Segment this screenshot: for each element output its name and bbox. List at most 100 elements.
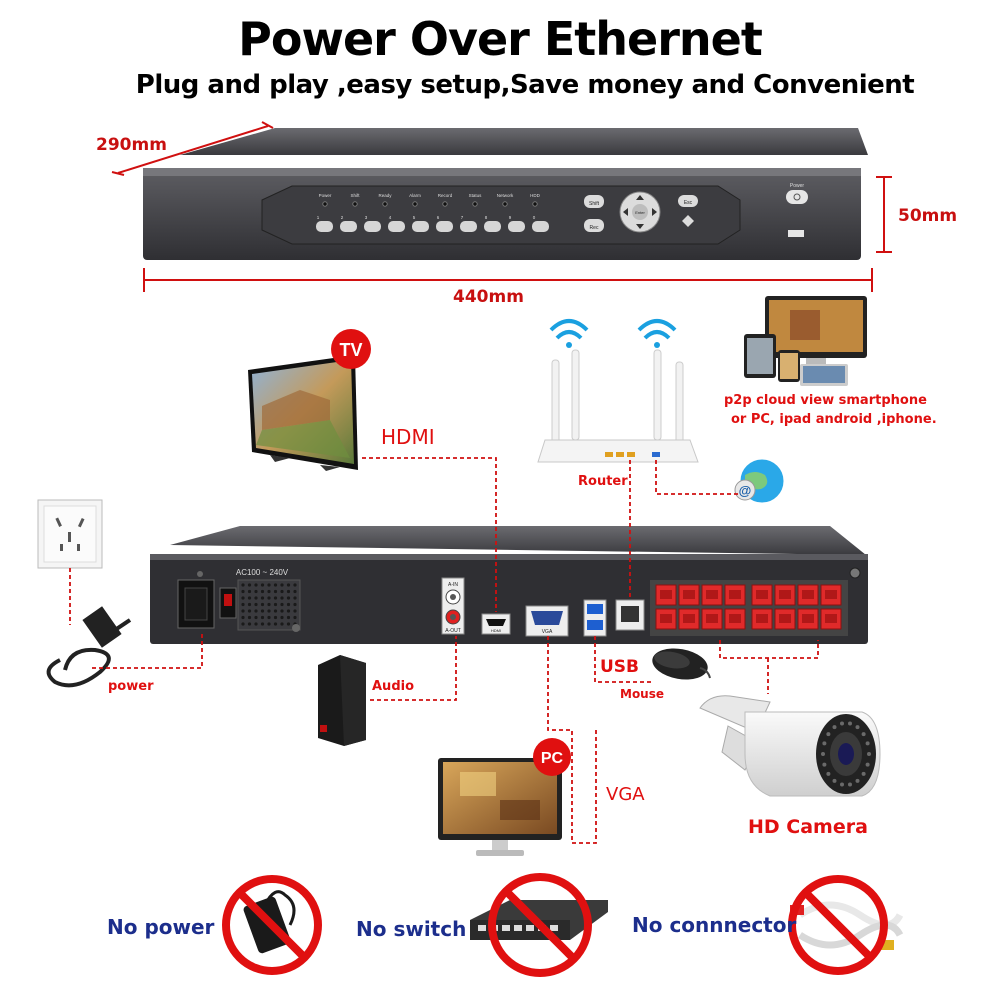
power-label: power [108, 679, 154, 694]
enter-button[interactable] [632, 204, 648, 220]
button-number-label: 3 [365, 215, 368, 220]
p2p-devices-image [744, 296, 867, 386]
vga-label: VGA [606, 784, 645, 805]
button-number-label: 2 [341, 215, 344, 220]
indicator-led [532, 201, 538, 207]
indicator-label: Alarm [409, 193, 421, 198]
tv-badge-text: TV [339, 340, 362, 360]
front-panel-button[interactable] [484, 221, 501, 232]
dimension-lines [111, 121, 892, 292]
indicator-led [442, 201, 448, 207]
power-line [92, 632, 203, 669]
indicator-label: Shift [350, 193, 360, 198]
nvr-rear-view: AC100 ~ 240V A-IN A-OUT HDMI VGA [150, 526, 868, 644]
button-number-label: 8 [485, 215, 488, 220]
p2p-label-line2: or PC, ipad android ,iphone. [731, 412, 937, 427]
front-panel-button[interactable] [340, 221, 357, 232]
vga-line [547, 636, 597, 844]
page-subtitle: Plug and play ,easy setup,Save money and… [135, 70, 915, 100]
hdmi-label: HDMI [381, 425, 435, 449]
front-panel-button[interactable] [388, 221, 405, 232]
wall-socket [37, 499, 103, 569]
hdmi-port-label: HDMI [491, 628, 501, 633]
button-number-label: 5 [413, 215, 416, 220]
no-switch-image [470, 873, 608, 977]
indicator-label: Network [497, 193, 514, 198]
indicator-led [472, 201, 478, 207]
button-number-label: 4 [389, 215, 392, 220]
front-panel-button[interactable] [508, 221, 525, 232]
esc-button-label: Esc [684, 200, 693, 206]
indicator-label: Ready [378, 193, 392, 198]
tv-device: TV [248, 329, 371, 471]
width-label: 440mm [453, 287, 524, 307]
nvr-rear-top [170, 526, 866, 555]
depth-dimension-line [117, 125, 269, 174]
indicator-led [412, 201, 418, 207]
front-panel-button[interactable] [412, 221, 429, 232]
pc-badge-text: PC [541, 750, 564, 767]
no-power-prohibit-icon [222, 875, 322, 975]
mouse-device [652, 648, 711, 680]
audio-label: Audio [372, 679, 415, 694]
hdmi-line [362, 457, 497, 612]
pc-badge [533, 738, 571, 776]
rec-button-label: Rec [590, 225, 599, 231]
audio-line [370, 636, 457, 701]
internet-line [655, 460, 738, 495]
nvr-top-surface [180, 128, 868, 155]
indicator-label: Record [438, 193, 453, 198]
no-power-label: No power [107, 915, 215, 939]
depth-label: 290mm [96, 135, 167, 155]
front-panel-button[interactable] [364, 221, 381, 232]
hd-camera-label: HD Camera [748, 816, 868, 838]
front-buttons: 1 2 3 4 5 6 7 8 9 0 [316, 215, 549, 232]
speaker-device [318, 655, 366, 746]
indicator-led [352, 201, 358, 207]
front-usb-port [788, 230, 804, 237]
indicator-label: HDD [530, 193, 540, 198]
pc-monitor: PC [438, 738, 571, 856]
esc-button[interactable] [678, 195, 698, 207]
router-device [537, 319, 699, 463]
indicator-label: Status [469, 193, 483, 198]
button-number-label: 7 [461, 215, 464, 220]
no-power-adapter-image [222, 875, 322, 975]
button-number-label: 9 [509, 215, 512, 220]
no-connector-label: No connnector [632, 913, 797, 937]
router-body [537, 439, 699, 463]
shift-button[interactable] [584, 195, 604, 208]
no-connector-image [788, 875, 904, 975]
mouse-label: Mouse [620, 687, 665, 701]
vga-port-label: VGA [542, 629, 553, 635]
button-number-label: 1 [317, 215, 320, 220]
p2p-label-line1: p2p cloud view smartphone [724, 393, 927, 408]
button-number-label: 6 [437, 215, 440, 220]
no-connector-prohibit-icon [788, 875, 888, 975]
enter-button-label: Enter [635, 210, 645, 215]
front-panel-button[interactable] [316, 221, 333, 232]
power-button[interactable] [786, 190, 808, 204]
height-label: 50mm [898, 206, 958, 226]
poe-bracket-line [719, 640, 819, 659]
rec-button[interactable] [584, 219, 604, 232]
front-panel-button[interactable] [532, 221, 549, 232]
indicator-led [502, 201, 508, 207]
router-label: Router [578, 474, 628, 489]
connection-lines [69, 457, 819, 844]
no-switch-prohibit-icon [488, 873, 592, 977]
no-switch-label: No switch [356, 917, 467, 941]
button-number-label: 0 [533, 215, 536, 220]
usb-label: USB [600, 657, 640, 677]
front-panel-button[interactable] [436, 221, 453, 232]
usb-line [594, 636, 652, 683]
indicator-led [322, 201, 328, 207]
svg-text:@: @ [739, 483, 752, 498]
front-panel-button[interactable] [460, 221, 477, 232]
hd-camera [699, 695, 881, 797]
power-cord [46, 606, 132, 688]
